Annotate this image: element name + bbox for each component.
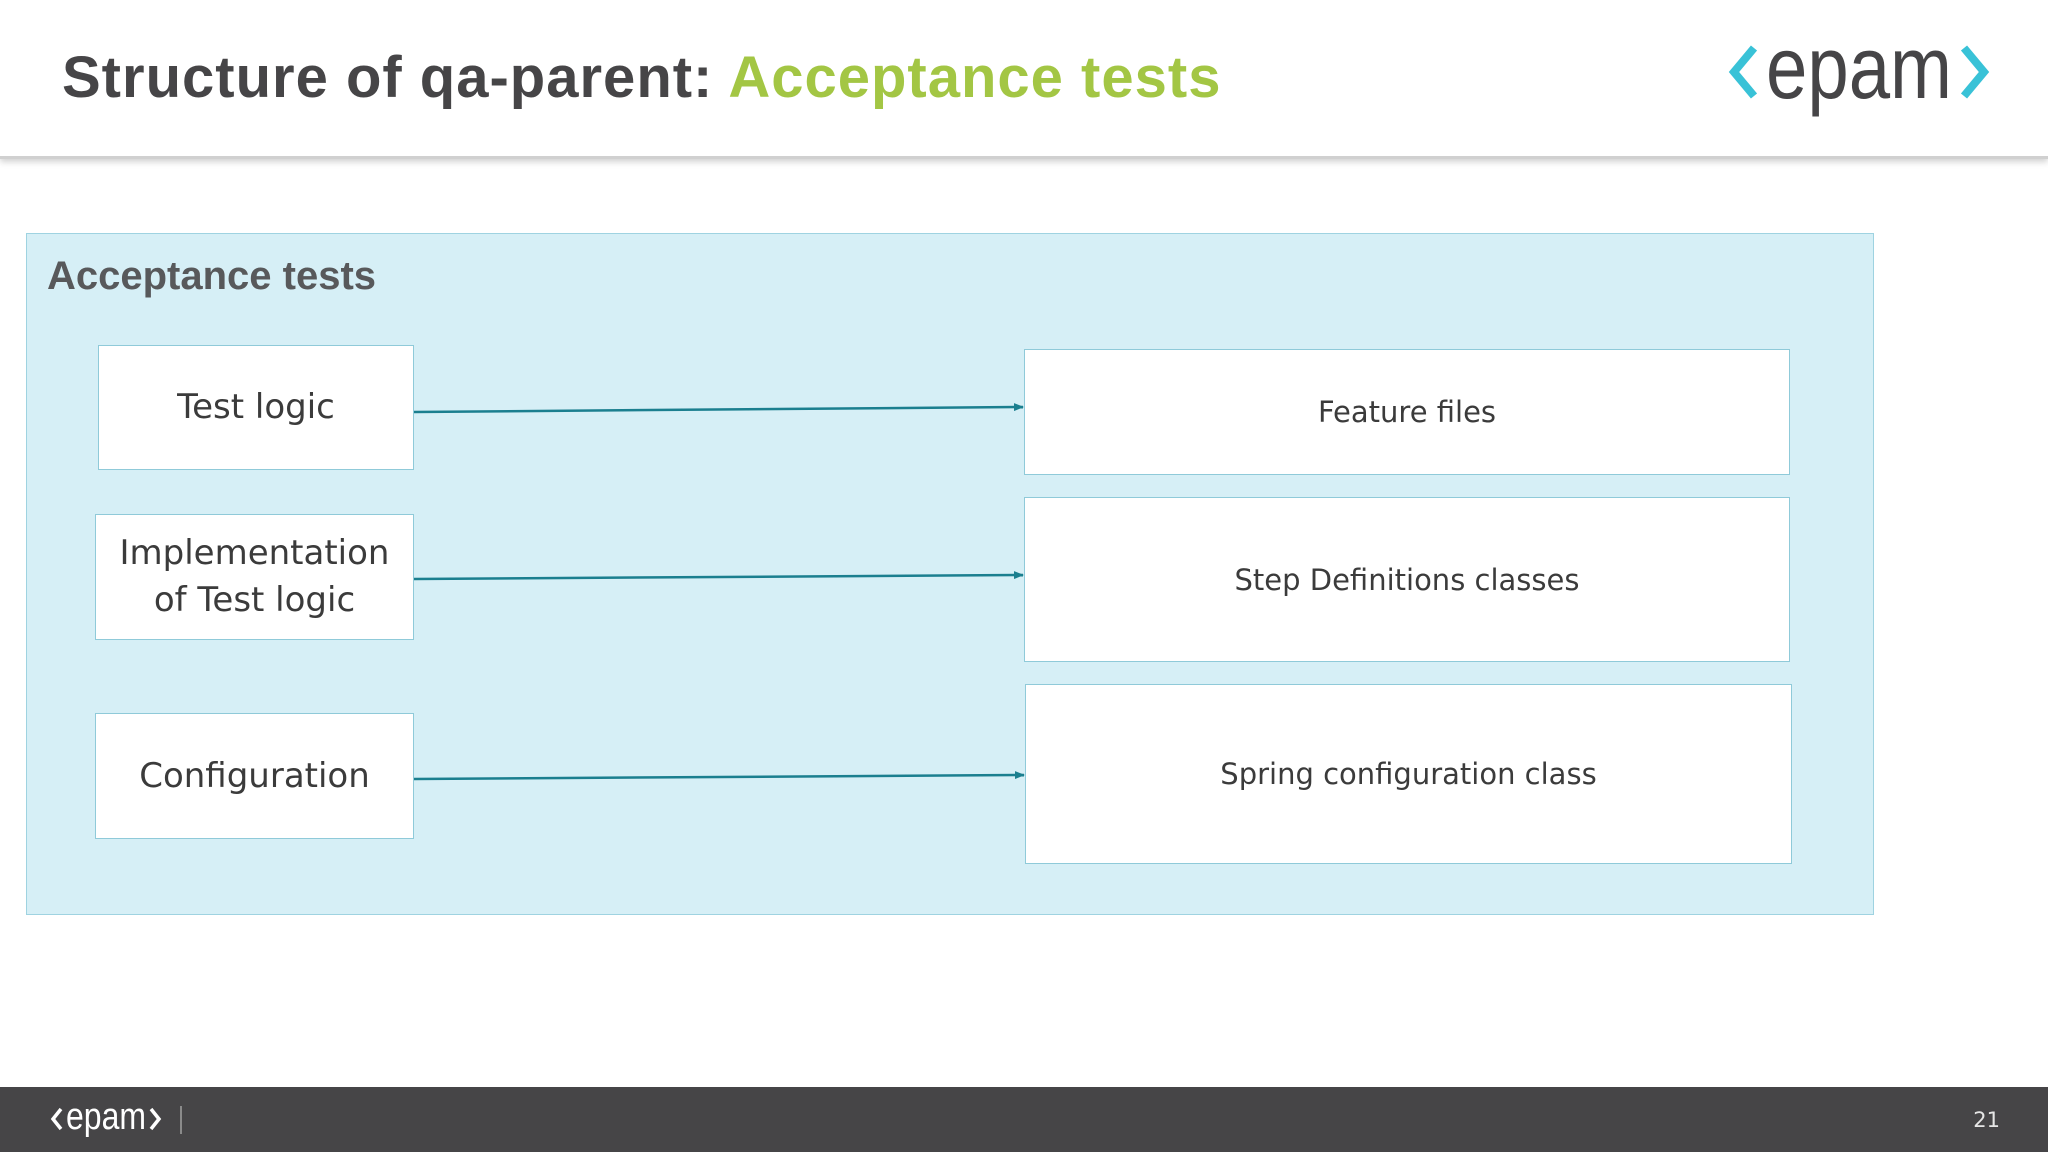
footer-logo-left-bracket	[50, 1107, 63, 1131]
title-prefix: Structure of qa-parent:	[62, 45, 729, 110]
box-label: Spring configuration class	[1220, 757, 1597, 791]
logo-wordmark: epam	[1766, 28, 1952, 117]
box-spring-configuration-class: Spring configuration class	[1025, 684, 1792, 864]
box-label: Configuration	[139, 755, 370, 796]
slide-title: Structure of qa-parent: Acceptance tests	[62, 42, 1221, 114]
slide-footer	[0, 1087, 2048, 1152]
logo-left-bracket	[1728, 45, 1758, 99]
epam-footer-logo-icon: epam	[50, 1098, 162, 1138]
footer-divider	[180, 1106, 182, 1134]
box-label-line-1: Implementation	[119, 533, 390, 573]
footer-logo-wordmark: epam	[66, 1098, 146, 1138]
slide-header	[0, 0, 2048, 159]
title-accent: Acceptance tests	[728, 45, 1222, 110]
box-label: Test logic	[177, 387, 335, 427]
logo-right-bracket	[1960, 45, 1990, 99]
box-feature-files: Feature files	[1024, 349, 1790, 475]
box-label: Step Definitions classes	[1234, 562, 1580, 597]
box-implementation-of-test-logic: Implementation of Test logic	[95, 514, 414, 640]
box-configuration: Configuration	[95, 713, 414, 839]
panel-title: Acceptance tests	[47, 254, 377, 298]
page-number: 21	[1973, 1108, 2000, 1132]
box-step-definitions-classes: Step Definitions classes	[1024, 497, 1790, 662]
box-label-line-2: of Test logic	[153, 580, 356, 620]
box-label: Feature files	[1317, 395, 1497, 429]
footer-logo-right-bracket	[149, 1107, 162, 1131]
epam-logo-icon: epam	[1728, 28, 1990, 117]
box-test-logic: Test logic	[98, 345, 414, 470]
